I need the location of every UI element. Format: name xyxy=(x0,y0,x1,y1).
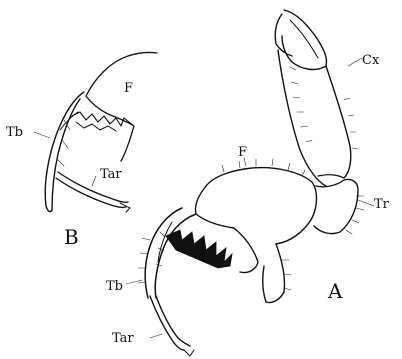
label-tarsus-b: Tar xyxy=(100,167,122,182)
label-femur-b: F xyxy=(124,81,133,96)
label-trochanter: Tr xyxy=(374,197,390,212)
label-coxa: Cx xyxy=(362,53,380,68)
label-tibia-b: Tb xyxy=(6,125,23,140)
label-tibia-a: Tb xyxy=(106,279,123,294)
label-tarsus-a: Tar xyxy=(112,331,134,346)
panel-b-drawing xyxy=(34,52,157,212)
label-panel-a: A xyxy=(327,279,343,303)
label-panel-b: B xyxy=(64,225,79,249)
panel-a-drawing xyxy=(126,10,374,356)
label-femur-a: F xyxy=(238,145,247,160)
